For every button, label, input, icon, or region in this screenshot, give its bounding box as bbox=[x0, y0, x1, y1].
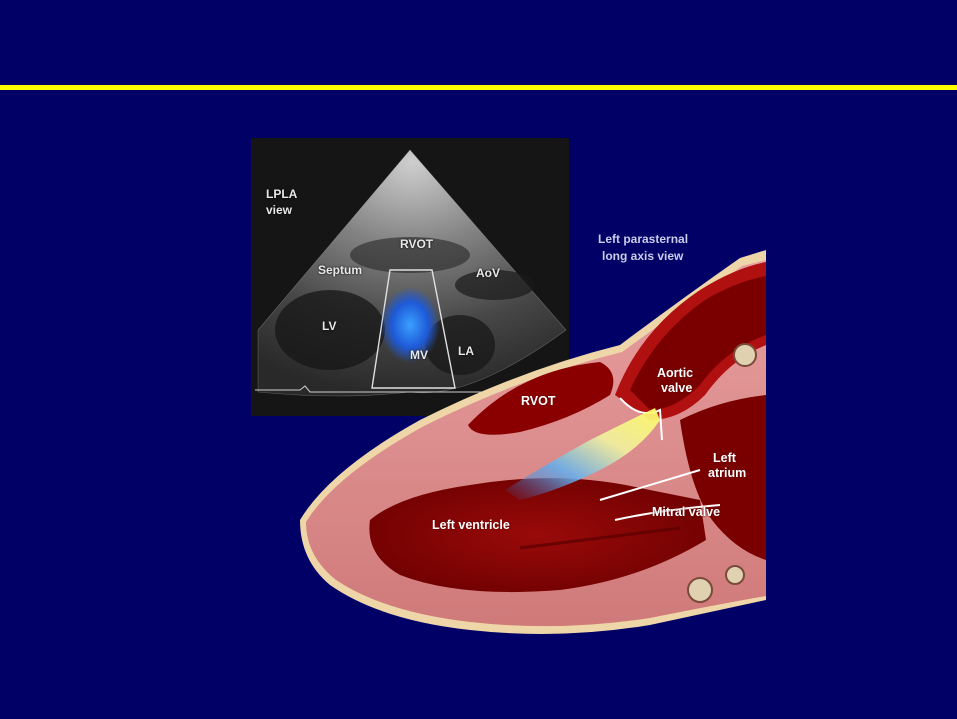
echo-label-la: LA bbox=[458, 344, 474, 358]
label-rvot: RVOT bbox=[521, 394, 556, 408]
heart-illustration bbox=[300, 250, 766, 634]
title-divider-line bbox=[0, 85, 957, 90]
label-aortic-valve-2: valve bbox=[661, 381, 693, 395]
echo-view-label-1: LPLA bbox=[266, 187, 298, 201]
echo-label-rvot: RVOT bbox=[400, 237, 434, 251]
echo-label-lv: LV bbox=[322, 319, 337, 333]
echo-view-label-2: view bbox=[266, 203, 293, 217]
echo-label-septum: Septum bbox=[318, 263, 363, 277]
echo-label-mv: MV bbox=[410, 348, 428, 362]
label-left-ventricle: Left ventricle bbox=[432, 518, 510, 532]
label-left-atrium-2: atrium bbox=[708, 466, 747, 480]
illustration-caption-2: long axis view bbox=[602, 249, 684, 263]
echo-label-aov: AoV bbox=[476, 266, 500, 280]
label-mitral-valve: Mitral valve bbox=[652, 505, 721, 519]
echo-image bbox=[251, 138, 569, 416]
label-left-atrium-1: Left bbox=[713, 451, 736, 465]
illustration-caption-1: Left parasternal bbox=[598, 232, 689, 246]
label-aortic-valve-1: Aortic bbox=[657, 366, 694, 380]
